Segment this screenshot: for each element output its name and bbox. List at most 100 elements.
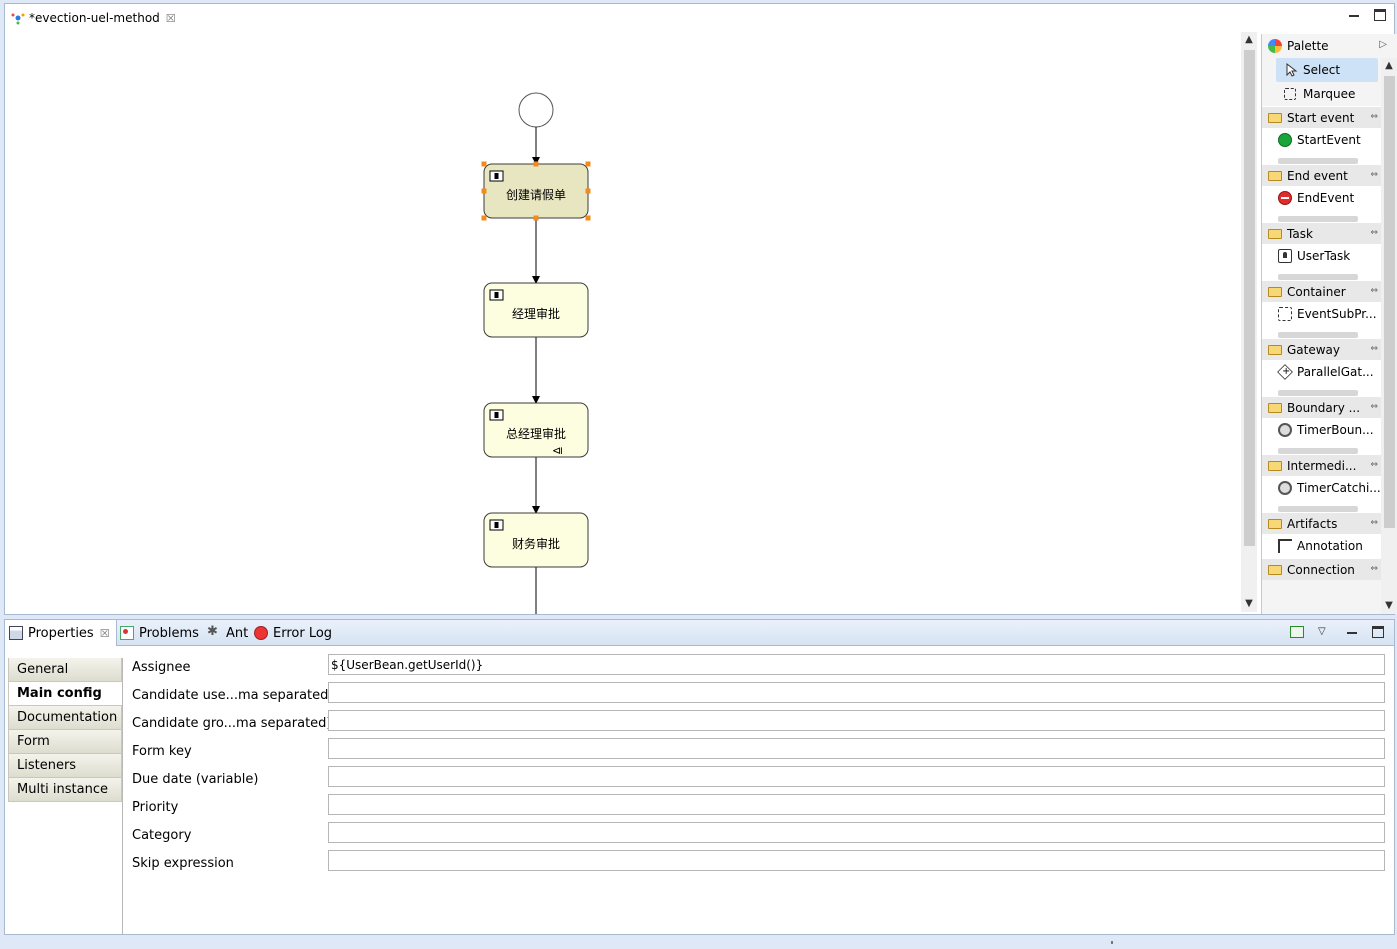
section-tab[interactable]: General: [8, 658, 122, 682]
task-label: 经理审批: [512, 306, 560, 321]
status-indicator: [1111, 941, 1113, 944]
selection-handle[interactable]: [481, 161, 487, 167]
palette-drawer[interactable]: Boundary ...⇔: [1262, 396, 1382, 418]
pin-icon[interactable]: ⇔: [1370, 170, 1378, 180]
field-input[interactable]: [328, 766, 1385, 787]
pin-icon[interactable]: ⇔: [1370, 228, 1378, 238]
palette-vertical-scrollbar[interactable]: ▲ ▼: [1381, 58, 1397, 614]
user-task-1[interactable]: 创建请假单: [481, 161, 591, 221]
palette-drawer[interactable]: Task⇔: [1262, 222, 1382, 244]
selection-handle[interactable]: [481, 188, 487, 194]
palette-item[interactable]: Annotation: [1262, 534, 1382, 558]
tab-error-log[interactable]: Error Log: [250, 620, 338, 646]
section-tab[interactable]: Multi instance: [8, 778, 122, 802]
selection-handle[interactable]: [585, 188, 591, 194]
maximize-icon[interactable]: [1374, 9, 1386, 21]
user-task-4[interactable]: 财务审批: [483, 512, 589, 568]
view-menu-icon[interactable]: ▽: [1318, 626, 1326, 637]
palette-drawer[interactable]: Gateway⇔: [1262, 338, 1382, 360]
section-tab[interactable]: Listeners: [8, 754, 122, 778]
palette-item[interactable]: EventSubPr...: [1262, 302, 1382, 326]
pin-icon[interactable]: ⇔: [1370, 344, 1378, 354]
pin-icon[interactable]: ⇔: [1370, 518, 1378, 528]
palette-more-items[interactable]: [1262, 152, 1382, 164]
chevron-down-icon[interactable]: ▼: [1245, 598, 1253, 609]
palette-drawer[interactable]: Start event⇔: [1262, 106, 1382, 128]
chevron-down-icon[interactable]: ▼: [1385, 600, 1393, 611]
palette-drawer[interactable]: Container⇔: [1262, 280, 1382, 302]
chevron-up-icon[interactable]: ▲: [1385, 60, 1393, 71]
palette-drawer[interactable]: Intermedi...⇔: [1262, 454, 1382, 476]
pin-icon[interactable]: ⇔: [1370, 460, 1378, 470]
selection-handle[interactable]: [533, 215, 539, 221]
section-tab[interactable]: Form: [8, 730, 122, 754]
folder-icon: [1268, 518, 1282, 529]
user-task-3[interactable]: 总经理审批⧏: [483, 402, 589, 458]
field-input[interactable]: [328, 850, 1385, 871]
tab-problems[interactable]: Problems: [116, 620, 205, 646]
tab-label: Problems: [139, 625, 199, 641]
scrollbar-thumb[interactable]: [1244, 50, 1255, 546]
close-icon[interactable]: ☒: [99, 626, 110, 640]
error-log-icon: [254, 626, 268, 640]
palette-item[interactable]: TimerBoun...: [1262, 418, 1382, 442]
field-input[interactable]: [328, 654, 1385, 675]
palette-item[interactable]: StartEvent: [1262, 128, 1382, 152]
pin-icon[interactable]: ⇔: [1370, 402, 1378, 412]
maximize-icon[interactable]: [1372, 626, 1384, 638]
tab-properties[interactable]: Properties ☒: [5, 620, 117, 646]
selection-handle[interactable]: [533, 161, 539, 167]
palette-more-items[interactable]: [1262, 326, 1382, 338]
tab-ant[interactable]: Ant: [203, 620, 254, 646]
event-subprocess-icon: [1278, 307, 1292, 321]
form-row: Form key: [132, 737, 1388, 765]
task-box[interactable]: [483, 512, 589, 568]
palette-tool-marquee[interactable]: Marquee: [1262, 82, 1382, 106]
field-input[interactable]: [328, 738, 1385, 759]
task-box[interactable]: [483, 282, 589, 338]
palette-more-items[interactable]: [1262, 210, 1382, 222]
form-row: Skip expression: [132, 849, 1388, 877]
pin-icon[interactable]: ⇔: [1370, 112, 1378, 122]
selection-handle[interactable]: [585, 161, 591, 167]
pin-icon[interactable]: ⇔: [1370, 564, 1378, 574]
field-input[interactable]: [328, 682, 1385, 703]
section-tab[interactable]: Main config: [8, 682, 122, 706]
user-task-2[interactable]: 经理审批: [483, 282, 589, 338]
palette-header[interactable]: Palette ▷: [1262, 34, 1397, 58]
field-input[interactable]: [328, 794, 1385, 815]
pin-icon[interactable]: ⇔: [1370, 286, 1378, 296]
task-box[interactable]: [483, 402, 589, 458]
palette-item[interactable]: UserTask: [1262, 244, 1382, 268]
selection-handle[interactable]: [585, 215, 591, 221]
pin-view-icon[interactable]: [1290, 626, 1304, 638]
canvas-vertical-scrollbar[interactable]: ▲ ▼: [1241, 32, 1257, 612]
minimize-icon[interactable]: [1346, 626, 1358, 638]
scrollbar-thumb[interactable]: [1384, 76, 1395, 528]
palette-tool-select[interactable]: Select: [1276, 58, 1378, 82]
palette-drawer[interactable]: Connection⇔: [1262, 558, 1382, 580]
diagram-editor: *evection-uel-method ☒ 创建请假单经理审批总经理审批⧏ 财务…: [4, 3, 1397, 615]
palette-item[interactable]: ParallelGat...: [1262, 360, 1382, 384]
minimize-icon[interactable]: [1348, 9, 1360, 21]
palette-more-items[interactable]: [1262, 268, 1382, 280]
chevron-right-icon[interactable]: ▷: [1379, 39, 1387, 50]
palette-item[interactable]: TimerCatchi...: [1262, 476, 1382, 500]
palette-more-items[interactable]: [1262, 500, 1382, 512]
palette-item[interactable]: EndEvent: [1262, 186, 1382, 210]
start-event[interactable]: [518, 92, 554, 128]
field-input[interactable]: [328, 710, 1385, 731]
close-icon[interactable]: ☒: [165, 11, 176, 25]
diagram-canvas[interactable]: 创建请假单经理审批总经理审批⧏ 财务审批: [5, 30, 1238, 614]
palette-drawer[interactable]: Artifacts⇔: [1262, 512, 1382, 534]
editor-tab[interactable]: *evection-uel-method ☒: [7, 6, 184, 30]
field-input[interactable]: [328, 822, 1385, 843]
selection-handle[interactable]: [481, 215, 487, 221]
palette-more-items[interactable]: [1262, 442, 1382, 454]
palette-drawer[interactable]: End event⇔: [1262, 164, 1382, 186]
section-tab[interactable]: Documentation: [8, 706, 122, 730]
palette-more-items[interactable]: [1262, 384, 1382, 396]
chevron-up-icon[interactable]: ▲: [1245, 34, 1253, 45]
